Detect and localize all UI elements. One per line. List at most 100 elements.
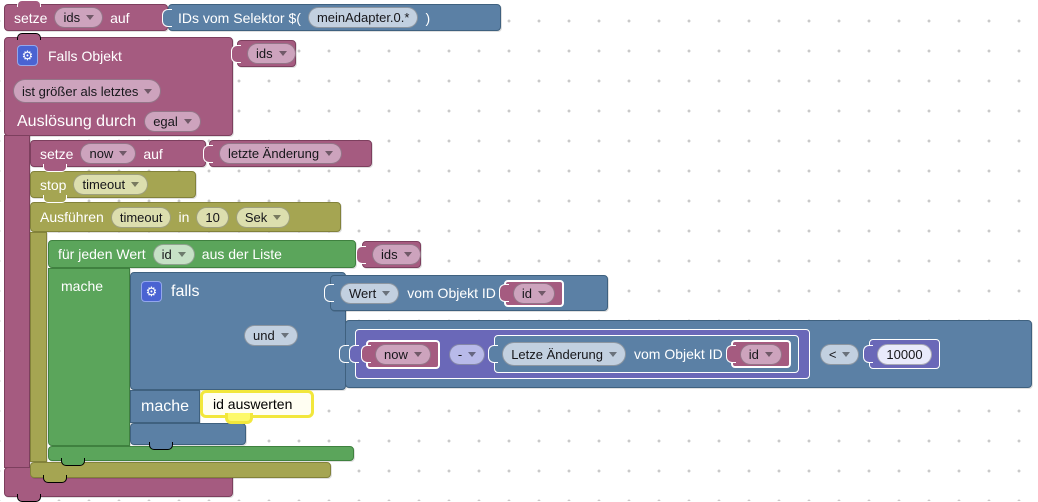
number-value: 10000 — [886, 346, 923, 362]
logic-operator: und — [253, 328, 275, 343]
set-variable-ids-block[interactable]: setze ids auf — [4, 0, 168, 31]
dropdown-arrow-icon — [609, 351, 617, 357]
delay-value: 10 — [205, 209, 220, 225]
variable-name: id — [521, 285, 533, 301]
arithmetic-operator-dropdown[interactable]: - — [448, 343, 486, 365]
get-last-change-block[interactable]: Letze Änderung vom Objekt ID id — [488, 335, 799, 373]
procedure-call-block[interactable]: id auswerten — [200, 390, 314, 424]
block-bottom-notch — [43, 164, 67, 172]
dropdown-arrow-icon — [278, 51, 287, 56]
for-each-block-head[interactable]: für jeden Wert id aus der Liste — [48, 240, 356, 268]
if-block-main[interactable]: ⚙ falls und — [130, 272, 346, 390]
object-id-variable-block[interactable]: id — [498, 279, 565, 307]
dropdown-arrow-icon — [86, 15, 95, 20]
block-top-notch — [17, 33, 41, 40]
block-bottom-notch — [149, 442, 173, 450]
procedure-name: id auswerten — [213, 396, 293, 412]
if-keyword: falls — [171, 283, 200, 300]
compare-operator-dropdown[interactable]: < — [819, 343, 860, 365]
number-block[interactable]: 10000 — [863, 339, 940, 369]
variable-name: now — [89, 146, 114, 161]
timeout-name-dropdown[interactable]: timeout — [73, 174, 149, 195]
in-keyword: in — [178, 209, 190, 225]
last-change-dropdown[interactable]: letzte Änderung — [219, 143, 343, 164]
if-block-do-spine[interactable]: mache — [130, 390, 200, 423]
attribute-name: Wert — [349, 285, 377, 301]
variable-dropdown-ids[interactable]: ids — [54, 7, 104, 28]
dropdown-arrow-icon — [177, 251, 186, 257]
dropdown-arrow-icon — [403, 252, 412, 257]
to-keyword: auf — [110, 9, 130, 26]
trigger-block-spine[interactable] — [4, 135, 30, 468]
now-variable-block[interactable]: now — [361, 339, 440, 369]
last-change-variable-block[interactable]: letzte Änderung — [203, 140, 372, 167]
trigger-condition: ist größer als letztes — [22, 83, 139, 99]
if-block-bottom[interactable] — [130, 423, 246, 450]
value-connector-tab — [498, 284, 509, 302]
schedule-block-bottom[interactable] — [30, 462, 331, 483]
trigger-title-row: ⚙ Falls Objekt — [17, 45, 122, 66]
trigger-title: Falls Objekt — [48, 47, 122, 64]
dropdown-arrow-icon — [382, 290, 391, 296]
dropdown-arrow-icon — [468, 351, 477, 357]
list-variable-block[interactable]: ids — [356, 241, 421, 268]
selector-pattern-field[interactable]: meinAdapter.0.* — [307, 7, 419, 28]
dropdown-arrow-icon — [144, 88, 153, 94]
value-connector-tab — [863, 345, 874, 363]
set-keyword: setze — [14, 9, 48, 26]
schedule-block-head[interactable]: Ausführen timeout in 10 Sek — [30, 202, 341, 232]
number-field[interactable]: 10000 — [877, 343, 932, 365]
attribute-dropdown[interactable]: Letze Änderung — [502, 342, 626, 366]
trigger-type-label: Auslösung durch — [17, 112, 137, 130]
variable-name: now — [384, 346, 408, 362]
for-each-block-bottom[interactable] — [48, 446, 354, 466]
value-connector-tab — [339, 345, 349, 363]
value-connector-tab — [231, 44, 241, 63]
loop-variable-dropdown[interactable]: id — [152, 243, 195, 265]
loop-variable: id — [161, 246, 172, 262]
variable-dropdown-now[interactable]: now — [375, 343, 431, 365]
attribute-dropdown[interactable]: Wert — [340, 282, 400, 304]
stop-keyword: stop — [40, 176, 67, 193]
get-value-block[interactable]: Wert vom Objekt ID id — [324, 275, 608, 311]
variable-name: id — [748, 346, 759, 362]
selector-block[interactable]: IDs vom Selektor $( meinAdapter.0.* ) — [162, 4, 501, 31]
schedule-block-spine[interactable] — [30, 232, 47, 462]
variable-dropdown-id[interactable]: id — [512, 282, 556, 304]
trigger-condition-dropdown[interactable]: ist größer als letztes — [13, 79, 162, 103]
trigger-type-row: Auslösung durch egal — [17, 111, 201, 132]
variable-dropdown-ids[interactable]: ids — [247, 43, 296, 64]
set-variable-now-block[interactable]: setze now auf — [30, 140, 206, 172]
block-bottom-notch — [61, 458, 85, 466]
variable-dropdown-id[interactable]: id — [739, 343, 782, 365]
last-change-value: letzte Änderung — [228, 146, 320, 161]
dropdown-arrow-icon — [764, 351, 773, 357]
trigger-object-variable-block[interactable]: ids — [231, 40, 296, 67]
for-each-label-1: für jeden Wert — [58, 246, 146, 262]
trigger-type-dropdown[interactable]: egal — [144, 111, 201, 132]
unit-value: Sek — [244, 209, 268, 225]
variable-name: ids — [63, 10, 81, 25]
gear-icon[interactable]: ⚙ — [141, 281, 162, 302]
dropdown-arrow-icon — [183, 119, 192, 124]
arithmetic-block[interactable]: now - Letze Änderung vom Objekt ID i — [349, 329, 810, 379]
timeout-name-field[interactable]: timeout — [110, 206, 172, 228]
unit-dropdown[interactable]: Sek — [235, 206, 291, 228]
timeout-name: timeout — [82, 177, 126, 192]
value-connector-tab — [162, 8, 172, 27]
delay-field[interactable]: 10 — [196, 206, 229, 228]
compare-block[interactable]: now - Letze Änderung vom Objekt ID i — [339, 320, 1032, 388]
value-connector-tab — [356, 245, 366, 264]
dropdown-arrow-icon — [538, 290, 547, 296]
logic-operator-dropdown[interactable]: und — [244, 325, 298, 346]
stop-timeout-block[interactable]: stop timeout — [30, 171, 196, 203]
for-each-block-spine[interactable]: mache — [48, 268, 130, 446]
value-connector-tab — [488, 345, 499, 363]
do-keyword: mache — [141, 398, 190, 415]
trigger-block-head[interactable]: ⚙ Falls Objekt ist größer als letztes Au… — [4, 33, 233, 136]
object-id-variable-block[interactable]: id — [725, 340, 791, 368]
gear-icon[interactable]: ⚙ — [17, 45, 38, 66]
variable-dropdown-now[interactable]: now — [80, 143, 137, 164]
variable-dropdown-ids[interactable]: ids — [372, 244, 421, 265]
